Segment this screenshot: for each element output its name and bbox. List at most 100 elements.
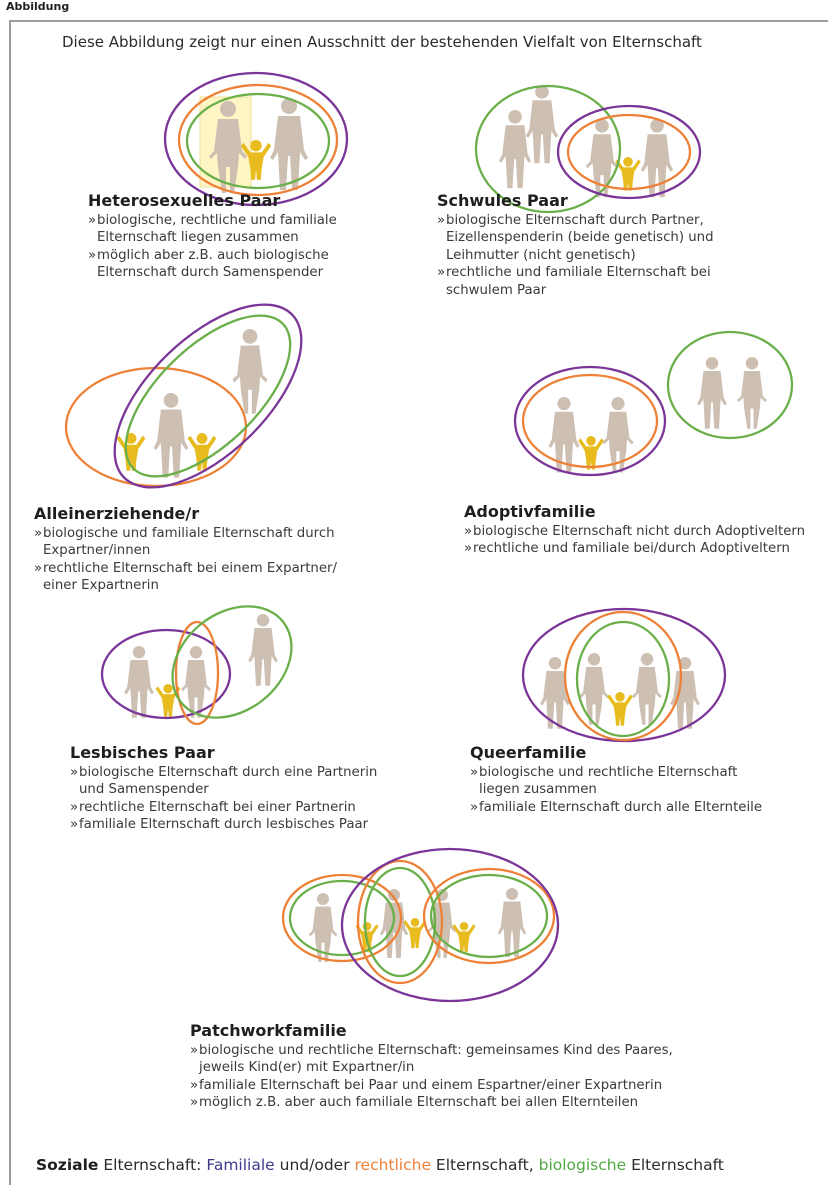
legal-parenthood-ring: [174, 620, 220, 726]
adult-body: [124, 660, 154, 718]
familial-parenthood-ring: [513, 365, 667, 477]
child-figure: [155, 684, 181, 717]
adult-figure: [124, 646, 154, 718]
bullet-item: »rechtliche Elternschaft bei einem Expar…: [34, 560, 337, 595]
biological-parenthood-ring: [124, 314, 292, 478]
adult-head: [678, 657, 692, 670]
bullet-line: Elternschaft durch Samenspender: [97, 265, 324, 281]
child-figure: [615, 157, 641, 191]
adult-head: [508, 110, 522, 124]
adult-body: [602, 411, 634, 473]
bullet-line: rechtliche Elternschaft bei einer Partne…: [79, 799, 356, 815]
bullet-line: möglich aber z.B. auch biologische: [97, 247, 329, 263]
child-body: [578, 438, 604, 470]
child-body: [403, 920, 427, 949]
intro-text: Diese Abbildung zeigt nur einen Ausschni…: [62, 33, 702, 51]
bullet-line: rechtliche und familiale Elternschaft be…: [446, 265, 711, 281]
biological-parenthood-ring: [429, 873, 549, 959]
bullet-mark: »: [88, 247, 97, 263]
bullet-item: »rechtliche und familiale bei/durch Adop…: [464, 540, 805, 557]
bullet-list: »biologische Elternschaft nicht durch Ad…: [464, 523, 805, 558]
bullet-item: »biologische und rechtliche Elternschaft…: [190, 1042, 673, 1077]
biological-parenthood-ring: [575, 620, 671, 738]
legend-rechtliche: rechtliche: [354, 1156, 432, 1174]
adult-head: [587, 653, 601, 666]
bullet-line: einer Expartnerin: [43, 578, 159, 594]
block-title: Schwules Paar: [437, 191, 568, 210]
legal-parenthood-ring: [64, 366, 248, 488]
adult-figure: [697, 357, 727, 429]
legend-biologische: biologische: [538, 1156, 627, 1174]
child-head: [410, 918, 420, 927]
adult-figure: [181, 646, 211, 718]
child-body: [155, 686, 181, 717]
adult-figure: [232, 329, 268, 414]
bullet-mark: »: [88, 213, 97, 228]
bullet-mark: »: [470, 765, 479, 780]
adult-head: [557, 397, 571, 411]
legal-parenthood-ring: [281, 873, 403, 963]
adult-head: [640, 653, 654, 666]
legal-parenthood-ring: [356, 859, 444, 985]
legend-familiale: Familiale: [206, 1156, 275, 1174]
adult-figure: [153, 393, 189, 478]
adult-figure: [270, 98, 308, 190]
figure-header-label: Abbildung: [6, 0, 70, 13]
bullet-mark: »: [464, 524, 473, 539]
legend-text: Elternschaft: [626, 1156, 724, 1174]
block-title: Adoptivfamilie: [464, 502, 596, 521]
bullet-line: biologische Elternschaft nicht durch Ado…: [473, 524, 806, 539]
bullet-item: »familiale Elternschaft bei Paar und ein…: [190, 1077, 673, 1094]
bullet-line: biologische und familiale Elternschaft d…: [43, 526, 335, 541]
familial-parenthood-ring: [113, 303, 303, 489]
familial-parenthood-ring: [556, 104, 702, 200]
bullet-line: biologische, rechtliche und familiale: [97, 213, 337, 228]
biological-parenthood-ring: [474, 84, 622, 214]
bullet-item: »familiale Elternschaft durch lesbisches…: [70, 816, 377, 833]
biological-parenthood-ring: [363, 866, 437, 978]
adult-head: [611, 397, 625, 411]
adult-head: [705, 357, 719, 370]
bullet-mark: »: [34, 526, 43, 541]
adult-head: [506, 888, 518, 900]
adult-body: [153, 409, 189, 478]
bullet-line: und Samenspender: [79, 782, 209, 798]
adult-body: [525, 100, 559, 164]
bullet-line: biologische Elternschaft durch Partner,: [446, 213, 704, 228]
bullet-line: möglich z.B. aber auch familiale Elterns…: [199, 1095, 639, 1111]
adult-figure: [308, 893, 338, 962]
adult-head: [220, 101, 236, 117]
adult-figure: [498, 110, 532, 189]
bullet-line: rechtliche Elternschaft bei einem Expart…: [43, 560, 337, 576]
child-head: [125, 433, 137, 444]
child-figure: [452, 922, 476, 953]
block-title: Alleinerziehende/r: [34, 504, 200, 523]
bullet-item: »rechtliche und familiale Elternschaft b…: [437, 264, 714, 299]
adult-body: [248, 628, 278, 686]
bullet-item: »rechtliche Elternschaft bei einer Partn…: [70, 799, 377, 816]
child-head: [196, 433, 208, 444]
figure-frame: [9, 20, 828, 1185]
child-figure: [607, 692, 633, 726]
child-figure: [116, 433, 146, 471]
adult-head: [745, 357, 759, 370]
adult-head: [242, 329, 258, 344]
bullet-line: Eizellenspenderin (beide genetisch) und: [446, 230, 714, 246]
adult-body: [697, 371, 727, 429]
adult-head: [548, 657, 562, 670]
bullet-line: Elternschaft liegen zusammen: [97, 230, 299, 246]
bullet-line: Leihmutter (nicht genetisch): [446, 247, 636, 263]
bullet-mark: »: [70, 817, 79, 833]
bullet-line: jeweils Kind(er) mit Expartner/in: [199, 1060, 415, 1076]
adult-figure: [248, 614, 278, 686]
child-figure: [578, 436, 604, 470]
bullet-list: »biologische Elternschaft durch eine Par…: [70, 764, 377, 834]
child-body: [607, 694, 633, 726]
adult-body: [585, 134, 619, 198]
adult-body: [308, 906, 338, 962]
child-figure: [403, 918, 427, 949]
bullet-mark: »: [464, 541, 473, 557]
bullet-mark: »: [470, 799, 479, 815]
adult-body: [232, 345, 268, 414]
